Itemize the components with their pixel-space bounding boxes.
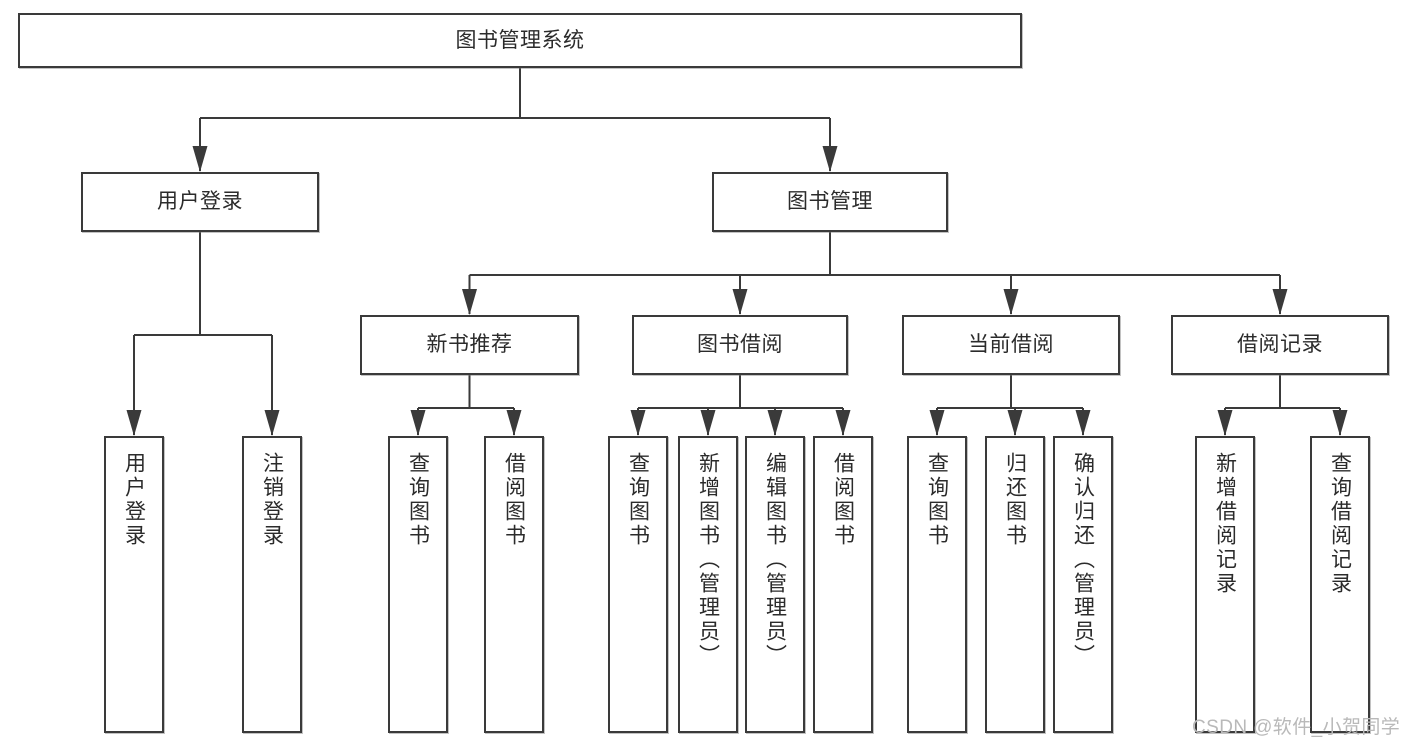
node-l2_1: 图书管理 — [712, 172, 948, 232]
node-label: 新增借阅记录 — [1213, 452, 1237, 596]
node-l4_10: 确认归还（管理员） — [1053, 436, 1113, 733]
node-label: 用户登录 — [157, 190, 243, 214]
node-label: 查询图书 — [626, 452, 650, 548]
node-l3_2: 当前借阅 — [902, 315, 1120, 375]
node-label: 确认归还（管理员） — [1071, 452, 1095, 668]
node-l4_7: 借阅图书 — [813, 436, 873, 733]
node-l4_3: 借阅图书 — [484, 436, 544, 733]
node-l4_1: 注销登录 — [242, 436, 302, 733]
node-l4_8: 查询图书 — [907, 436, 967, 733]
node-label: 归还图书 — [1003, 452, 1027, 548]
node-l3_3: 借阅记录 — [1171, 315, 1389, 375]
node-l4_11: 新增借阅记录 — [1195, 436, 1255, 733]
node-label: 编辑图书（管理员） — [763, 452, 787, 668]
node-label: 新书推荐 — [426, 333, 513, 357]
node-label: 当前借阅 — [968, 333, 1054, 357]
node-label: 新增图书（管理员） — [696, 452, 720, 668]
node-l4_2: 查询图书 — [388, 436, 448, 733]
node-label: 借阅图书 — [831, 452, 855, 548]
node-label: 图书借阅 — [697, 333, 783, 357]
node-label: 注销登录 — [260, 452, 284, 548]
node-label: 查询借阅记录 — [1328, 452, 1352, 596]
node-l3_1: 图书借阅 — [632, 315, 848, 375]
node-label: 用户登录 — [122, 452, 146, 548]
node-l4_9: 归还图书 — [985, 436, 1045, 733]
node-l3_0: 新书推荐 — [360, 315, 579, 375]
node-l4_6: 编辑图书（管理员） — [745, 436, 805, 733]
node-label: 图书管理 — [787, 190, 873, 214]
watermark-text: CSDN @软件_小贺同学 — [1192, 717, 1401, 738]
node-label: 借阅记录 — [1237, 333, 1323, 357]
node-l4_4: 查询图书 — [608, 436, 668, 733]
node-l4_12: 查询借阅记录 — [1310, 436, 1370, 733]
node-root: 图书管理系统 — [18, 13, 1022, 68]
node-label: 查询图书 — [406, 452, 430, 548]
node-l2_0: 用户登录 — [81, 172, 319, 232]
node-l4_0: 用户登录 — [104, 436, 164, 733]
node-l4_5: 新增图书（管理员） — [678, 436, 738, 733]
node-label: 查询图书 — [925, 452, 949, 548]
node-label: 借阅图书 — [502, 452, 526, 548]
node-label: 图书管理系统 — [455, 28, 585, 52]
